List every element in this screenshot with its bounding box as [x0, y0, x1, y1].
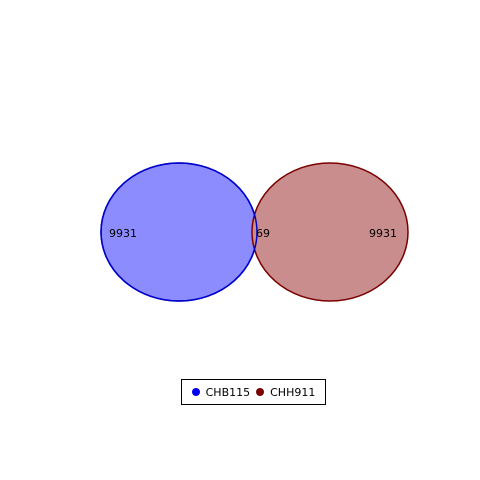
- legend-label-chb115: CHB115: [205, 385, 251, 399]
- chb115-only-count: 9931: [109, 227, 137, 240]
- legend: CHB115 CHH911: [181, 379, 326, 405]
- set-chh911-ellipse: [251, 162, 409, 302]
- legend-item-chb115: CHB115: [191, 385, 251, 399]
- legend-label-chh911: CHH911: [270, 385, 316, 399]
- set-chb115-outline: [100, 162, 258, 302]
- circle-icon: [256, 388, 265, 396]
- legend-item-chh911: CHH911: [256, 386, 315, 399]
- chh911-only-count: 9931: [369, 227, 397, 240]
- intersection-count: 69: [256, 227, 270, 240]
- circle-icon: [191, 388, 200, 396]
